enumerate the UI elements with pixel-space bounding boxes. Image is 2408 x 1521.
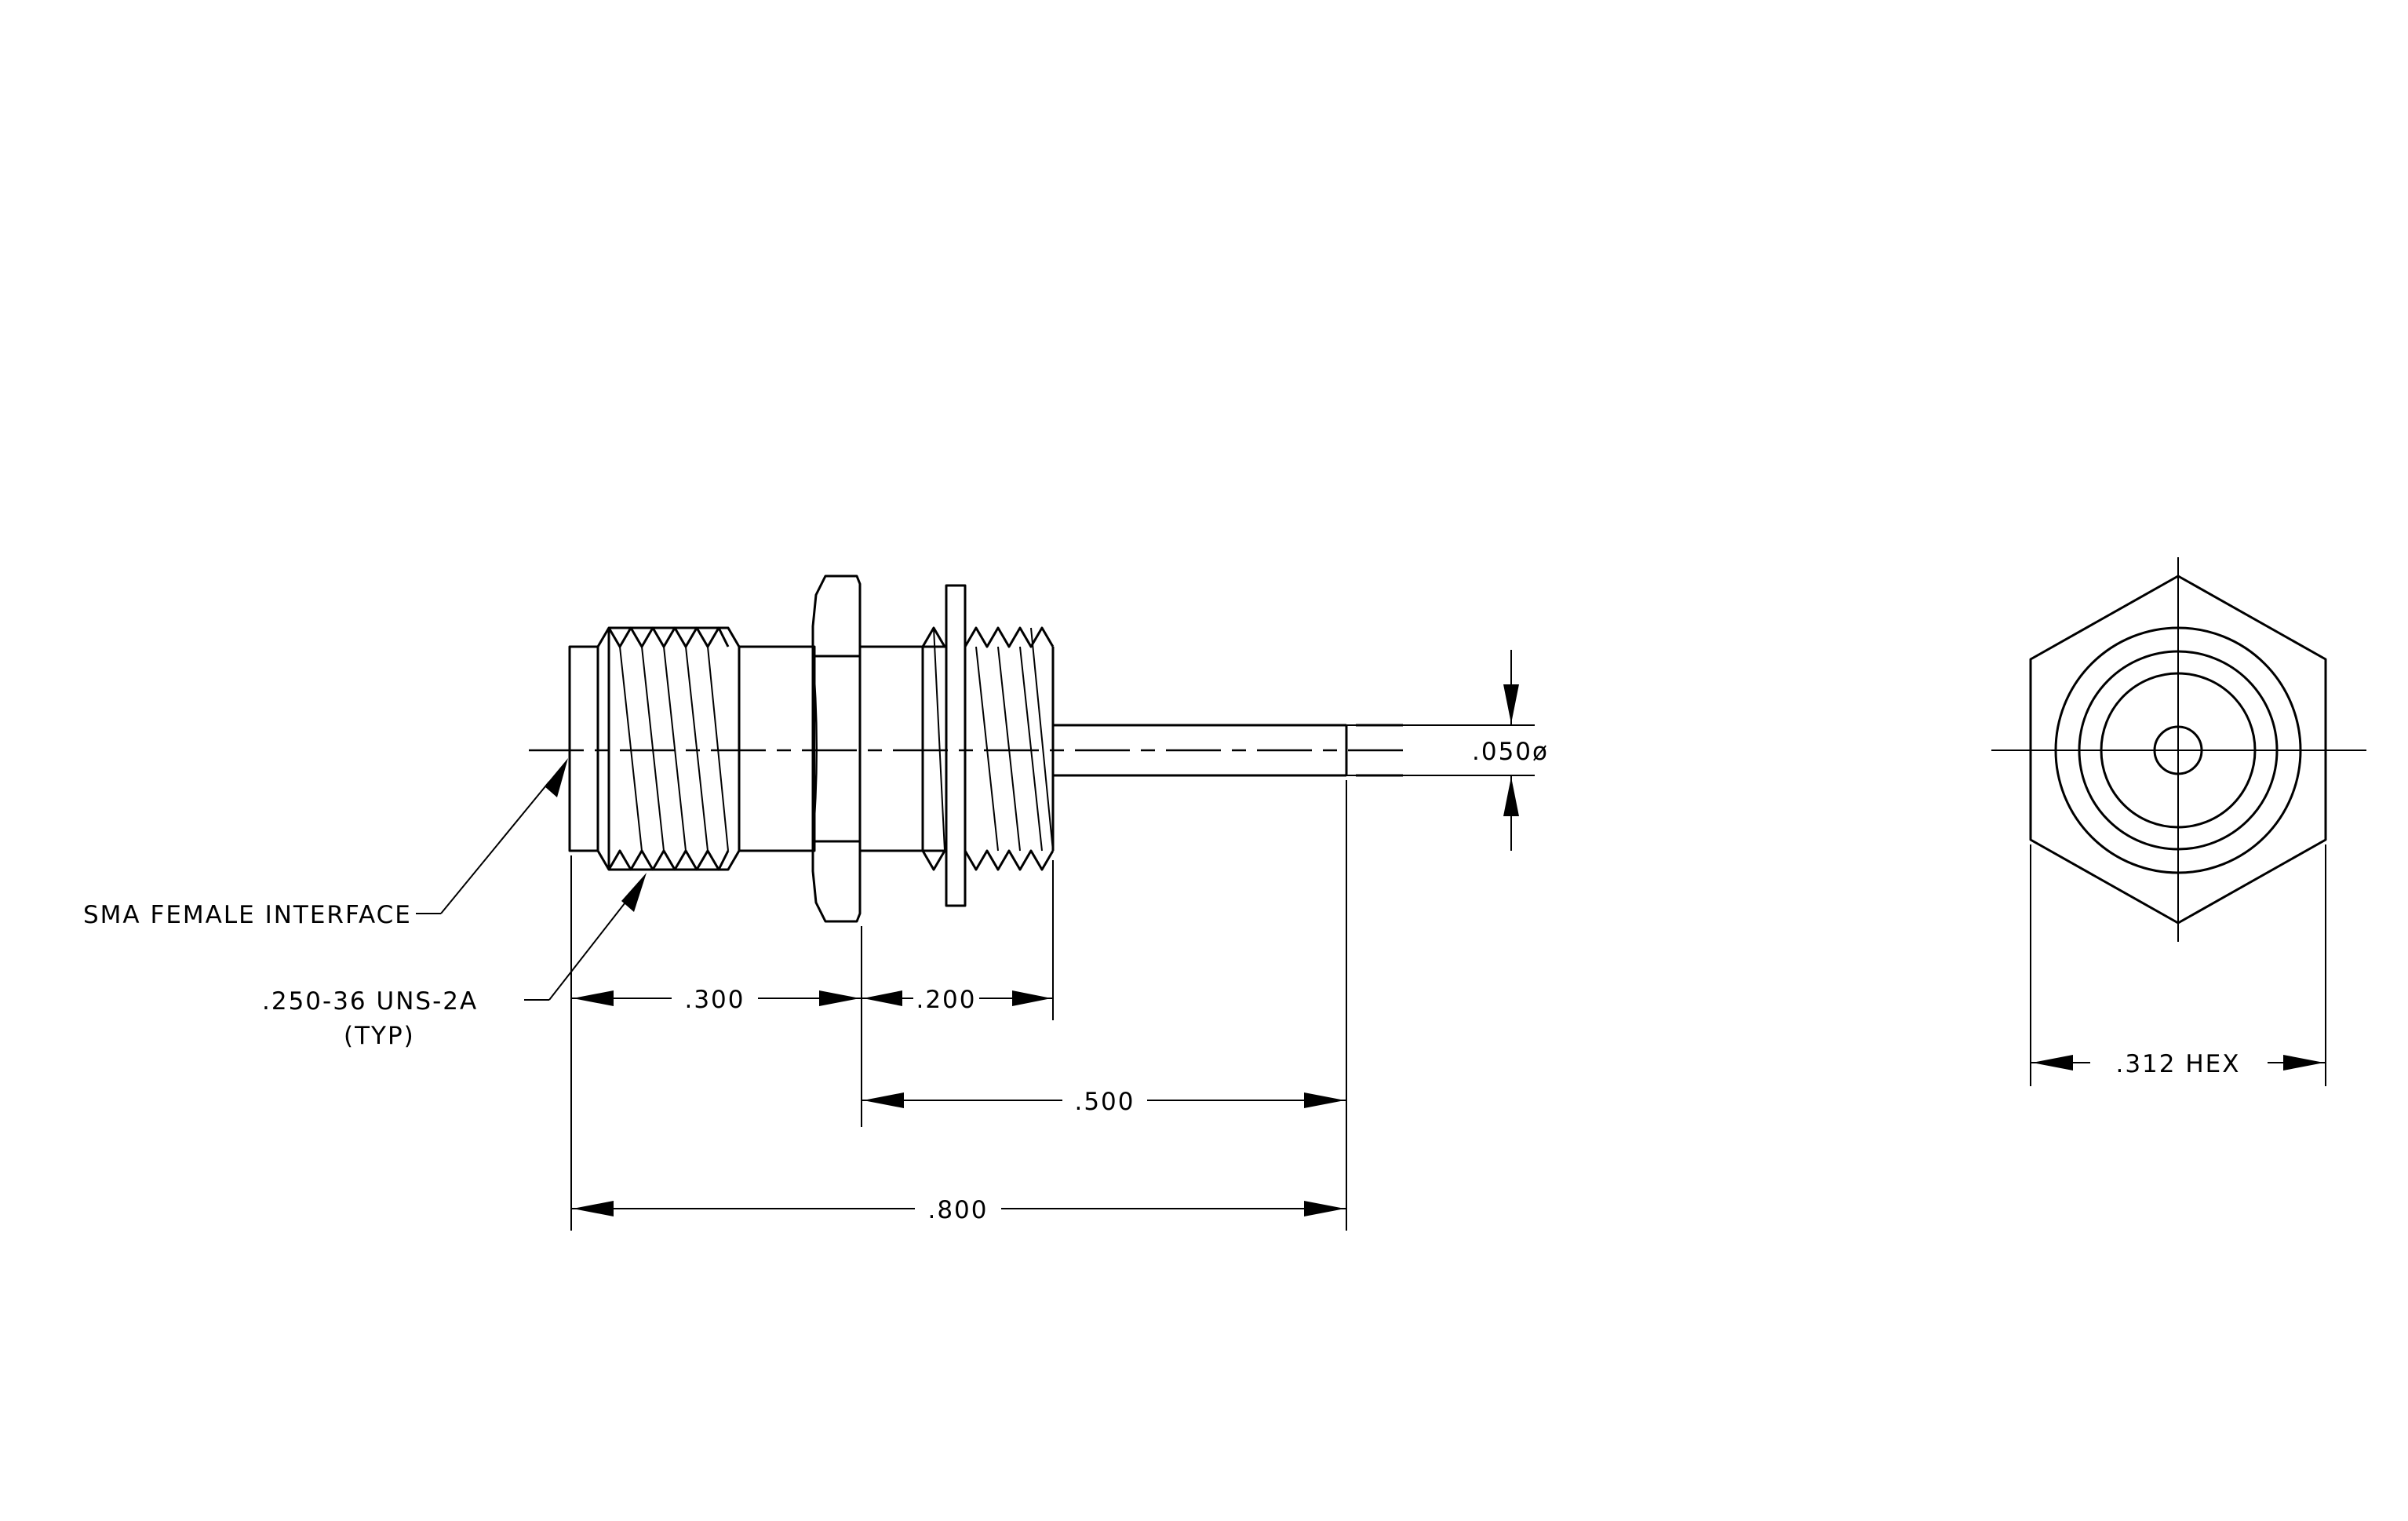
end-view xyxy=(1991,557,2366,942)
thread-spec-label: .250-36 UNS-2A xyxy=(262,987,478,1016)
pin-diameter-label: .050ø xyxy=(1472,738,1549,766)
side-view xyxy=(529,574,1404,923)
front-thread xyxy=(607,626,730,871)
side-dimensions: .300 .200 .500 .800 .050ø SMA FEMALE INT… xyxy=(83,650,1549,1231)
dim-200-label: .200 xyxy=(916,986,976,1014)
dim-800-label: .800 xyxy=(927,1196,988,1224)
sma-female-label: SMA FEMALE INTERFACE xyxy=(83,901,412,929)
rear-thread xyxy=(921,626,1055,871)
thread-typ-label: (TYP) xyxy=(344,1022,415,1050)
hex-dimension: .312 HEX xyxy=(2030,844,2326,1086)
hex-nut-side xyxy=(811,574,862,923)
rear-body xyxy=(858,584,1055,907)
front-body xyxy=(568,626,816,871)
washer xyxy=(945,584,967,907)
hex-size-label: .312 HEX xyxy=(2115,1050,2240,1078)
dim-500-label: .500 xyxy=(1074,1088,1135,1116)
dim-300-label: .300 xyxy=(684,986,745,1014)
